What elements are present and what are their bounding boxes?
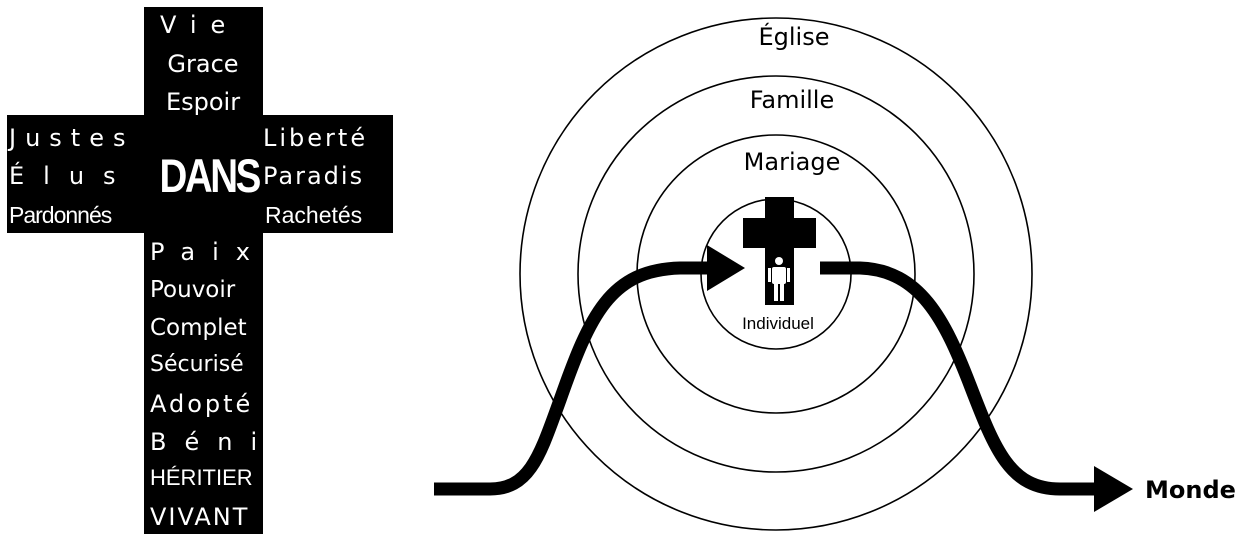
cross-word-liberte: Liberté — [263, 124, 369, 152]
cross-word-rachetes: Rachetés — [265, 202, 363, 228]
cross-word-heritier: HÉRITIER — [150, 465, 253, 490]
cross-word-elus: Élus — [9, 162, 135, 190]
cross-word-adopte: Adopté — [150, 390, 254, 418]
circle-eglise — [519, 17, 1033, 531]
cross-word-grace: Grace — [167, 50, 239, 78]
cross-word-justes: Justes — [9, 124, 135, 152]
cross-icon — [743, 197, 816, 305]
cross-word-vivant: VIVANT — [150, 503, 250, 531]
cross-word-paradis: Paradis — [263, 162, 365, 190]
arrow-head-in — [707, 245, 745, 291]
label-mariage: Mariage — [744, 148, 841, 176]
cross-word-pardonnes: Pardonnés — [9, 202, 112, 228]
circle-famille — [577, 75, 975, 473]
cross-vertical-bar — [144, 7, 263, 534]
cross-horizontal-bar — [7, 115, 393, 233]
path-arrow — [434, 245, 1133, 512]
cross-word-pouvoir: Pouvoir — [150, 277, 236, 303]
label-monde: Monde — [1145, 476, 1236, 504]
cross-word-paix: Paix — [150, 238, 267, 266]
cross-word-espoir: Espoir — [165, 88, 241, 116]
person-icon — [768, 257, 790, 301]
cross-word-vie: Vie — [160, 11, 240, 39]
cross-center-word: DANS — [159, 149, 262, 202]
cross-word-securise: Sécurisé — [150, 352, 244, 377]
label-eglise: Église — [758, 22, 829, 51]
label-individuel: Individuel — [742, 314, 814, 333]
cross-word-beni: Béni — [150, 428, 276, 456]
arrow-head-out — [1094, 466, 1133, 512]
cross-word-complet: Complet — [150, 315, 247, 341]
label-famille: Famille — [750, 86, 834, 114]
